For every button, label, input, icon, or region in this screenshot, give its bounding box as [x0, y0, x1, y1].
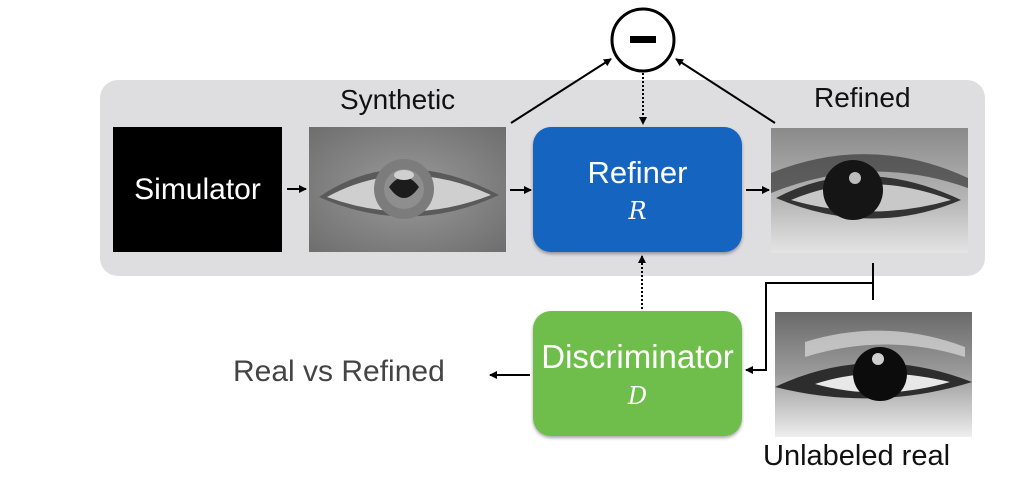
arrow-refined-to-difference — [675, 58, 776, 124]
synthetic-label: Synthetic — [340, 84, 456, 115]
refiner-label: Refiner — [587, 154, 688, 190]
synthetic-eye-image — [309, 127, 506, 252]
refiner-block: Refiner R — [533, 127, 742, 252]
unlabeled-real-label: Unlabeled real — [763, 440, 951, 472]
connector-images-to-discriminator — [745, 282, 873, 374]
arrow-synthetic-to-difference — [510, 58, 612, 124]
refined-label: Refined — [814, 82, 911, 113]
discriminator-block: Discriminator D — [533, 311, 742, 436]
difference-node — [610, 7, 676, 73]
discriminator-label: Discriminator — [541, 337, 734, 375]
unlabeled-real-eye-image — [775, 312, 972, 437]
refined-eye-image — [771, 128, 968, 253]
discriminator-symbol: D — [627, 381, 648, 410]
minus-icon — [630, 36, 656, 43]
simulator-label: Simulator — [134, 172, 261, 206]
refiner-symbol: R — [628, 196, 647, 225]
simulator-box: Simulator — [113, 127, 282, 252]
discriminator-output-label: Real vs Refined — [233, 355, 445, 388]
